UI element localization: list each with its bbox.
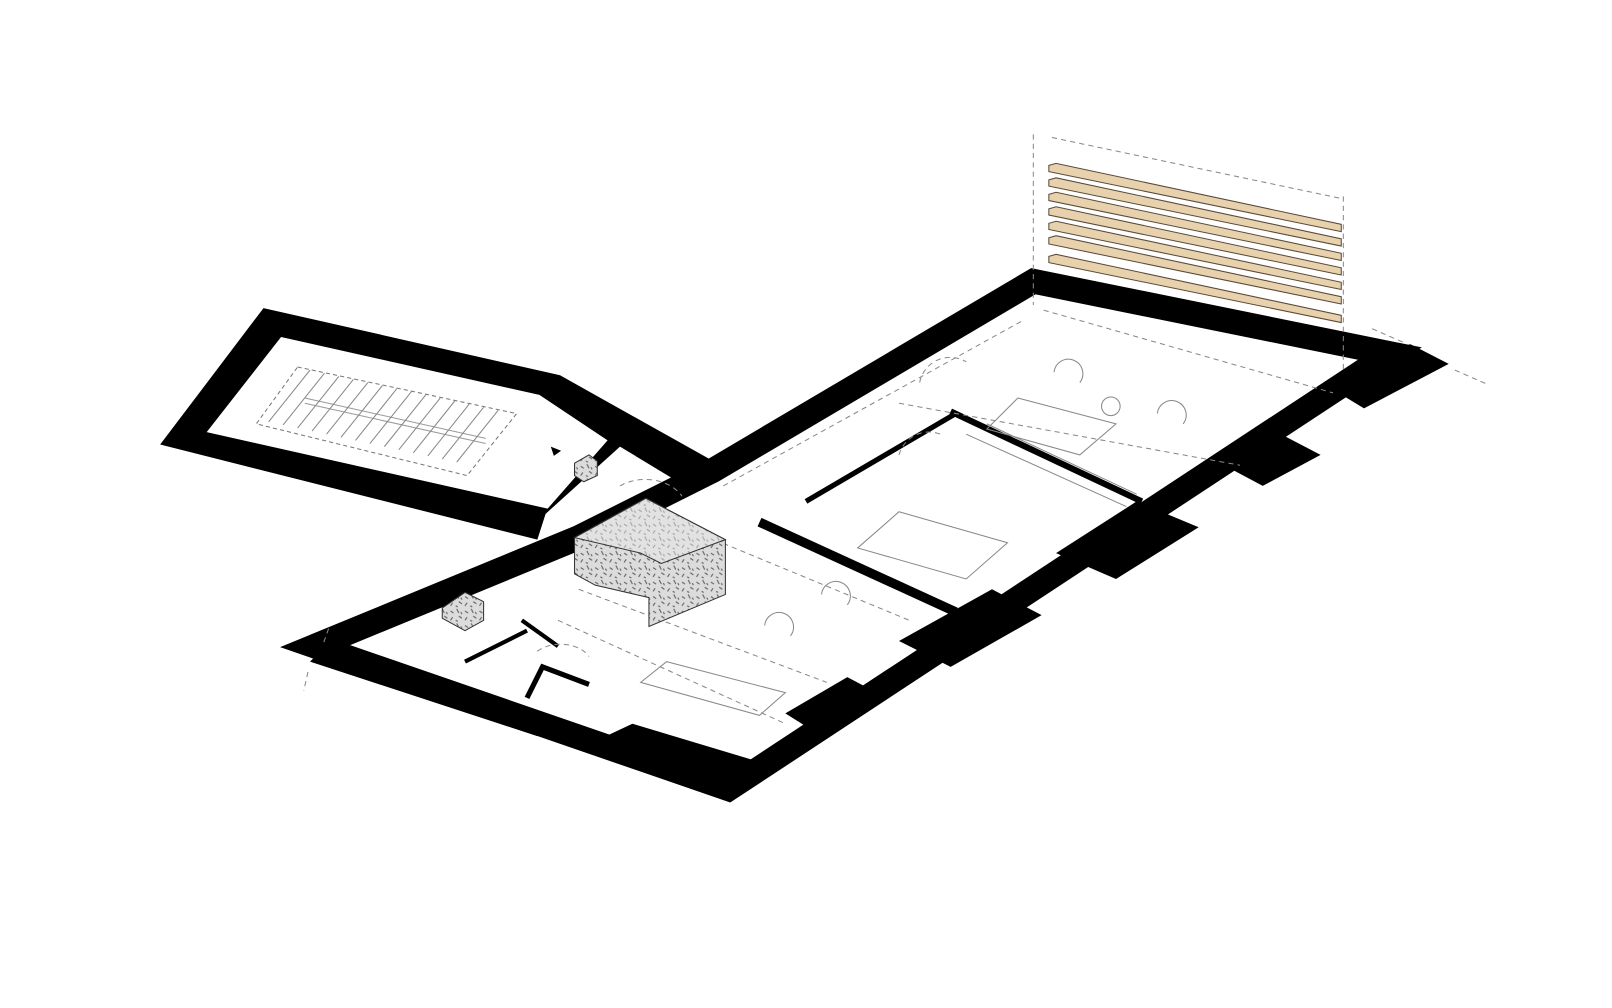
wood-shelf: [1048, 206, 1342, 276]
stair-tread: [297, 375, 340, 429]
stair-tread: [369, 391, 412, 444]
facade-piers: [310, 429, 1321, 789]
stair-tread: [355, 388, 398, 441]
stair-wing-walls: [160, 308, 716, 540]
stone-core: [441, 454, 727, 632]
stair-tread: [311, 379, 354, 432]
dashed-guides: [303, 134, 1489, 725]
arrow-icon: [550, 446, 562, 456]
wood-shelf: [1048, 253, 1342, 324]
wood-shelf: [1048, 235, 1342, 305]
stair-tread: [456, 410, 499, 463]
wood-shelf: [1048, 220, 1342, 291]
stair-tread: [441, 407, 485, 460]
wood-shelf: [1048, 177, 1342, 247]
wood-shelves: [1048, 162, 1342, 324]
wood-shelf: [1048, 162, 1342, 233]
stair-tread: [398, 397, 441, 451]
interior-walls: [464, 408, 1144, 700]
stair-tread: [383, 394, 427, 447]
stair-tread: [427, 403, 470, 457]
stair-tread: [282, 372, 325, 426]
stair-tread: [268, 369, 311, 423]
stair-treads: [255, 366, 518, 477]
stair-tread: [340, 385, 383, 438]
wood-shelf: [1048, 191, 1342, 262]
furniture: [639, 358, 1187, 716]
stair-tread-lines: [268, 369, 499, 463]
stair-tread: [326, 382, 369, 435]
stair-tread: [412, 400, 456, 454]
end-wall: [1335, 344, 1449, 409]
